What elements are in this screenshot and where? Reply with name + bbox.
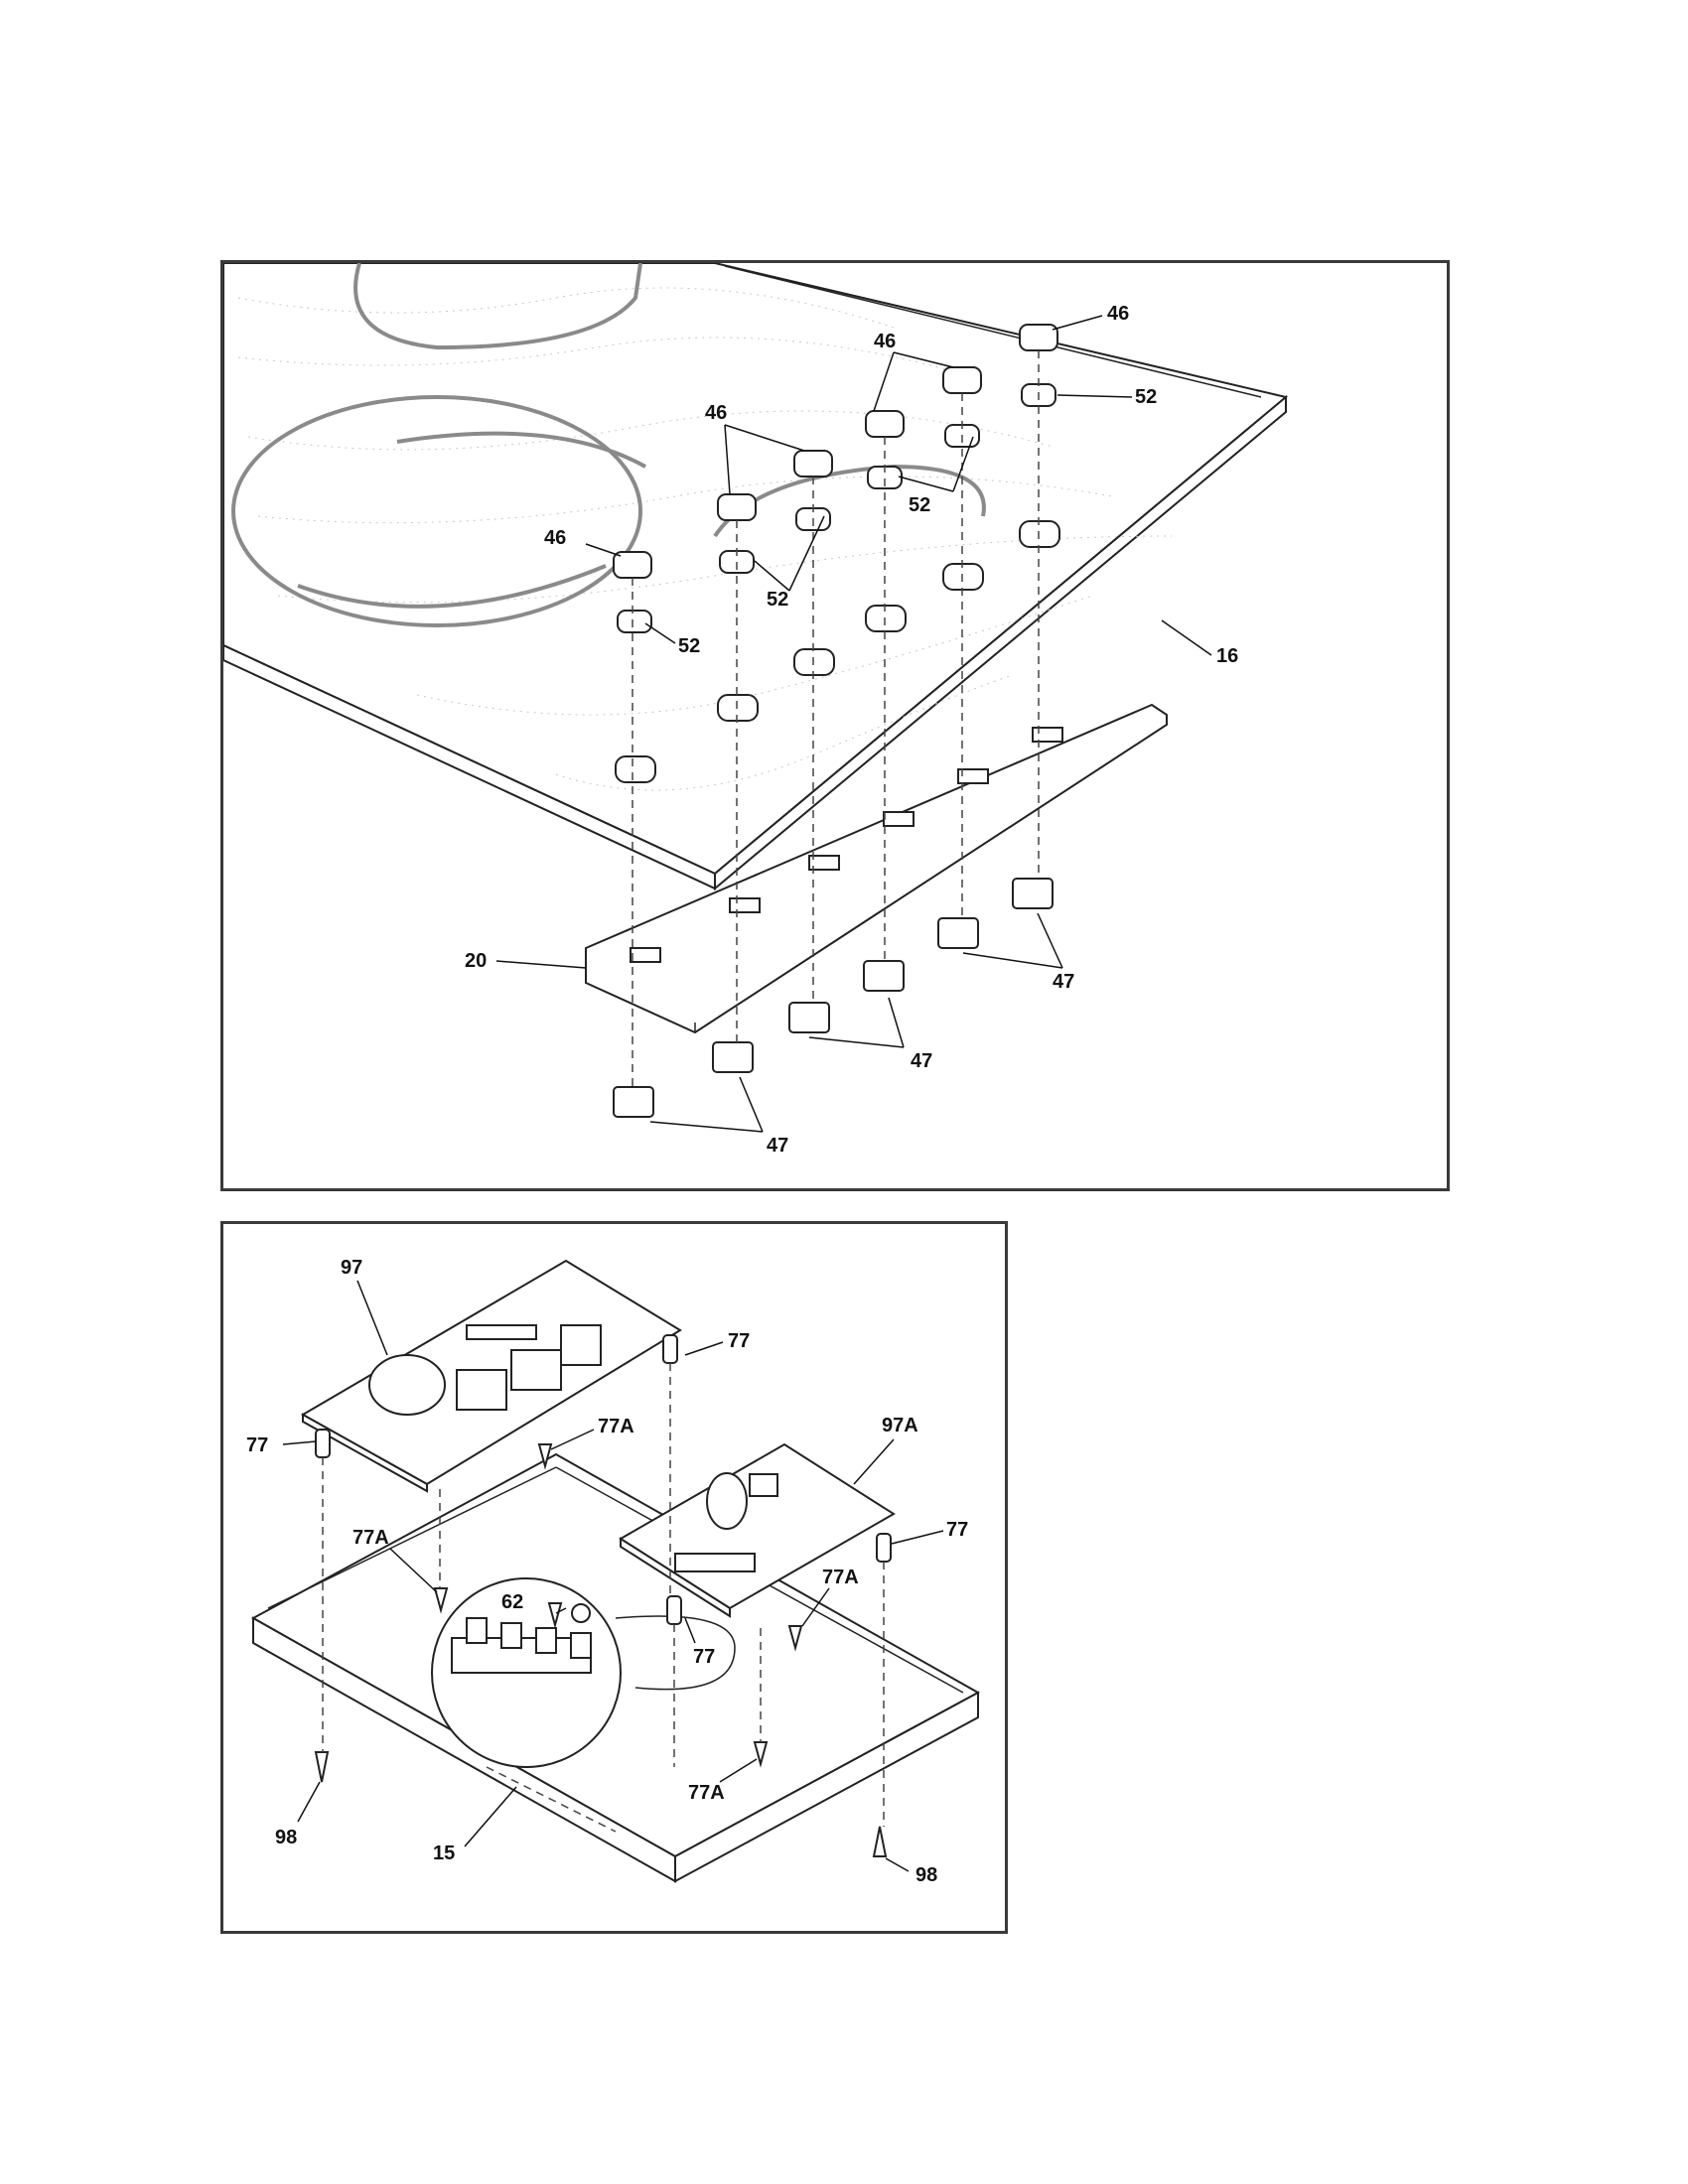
callout-62: 62 <box>501 1591 523 1613</box>
callout-98: 98 <box>915 1864 937 1886</box>
callout-46: 46 <box>544 527 566 549</box>
callout-16: 16 <box>1216 645 1238 667</box>
callout-52: 52 <box>1135 386 1157 408</box>
callout-77: 77 <box>246 1434 268 1456</box>
callout-77: 77 <box>728 1330 750 1352</box>
callout-97: 97 <box>341 1257 362 1279</box>
callout-52: 52 <box>909 494 930 516</box>
callout-77: 77 <box>693 1646 715 1668</box>
touch-control-board-20 <box>585 703 1168 1034</box>
callout-97A: 97A <box>882 1415 918 1436</box>
callout-77A: 77A <box>598 1416 634 1437</box>
callout-98: 98 <box>275 1827 297 1848</box>
terminal-block-detail <box>431 1577 736 1833</box>
callout-47: 47 <box>911 1050 932 1072</box>
keypad-buttons-46 <box>613 324 1058 579</box>
callout-77A: 77A <box>822 1567 859 1588</box>
power-board-97 <box>300 1259 682 1493</box>
switches-47 <box>613 878 1054 1118</box>
glass-cooktop-16 <box>223 263 1289 891</box>
callout-20: 20 <box>465 950 487 972</box>
callout-77A: 77A <box>688 1782 725 1804</box>
callout-77: 77 <box>946 1519 968 1541</box>
keypad-openings <box>615 520 1060 783</box>
callout-46: 46 <box>874 331 896 352</box>
control-board-97A <box>619 1442 896 1618</box>
callout-52: 52 <box>767 589 788 611</box>
alignment-lines-top <box>632 350 1040 1087</box>
leader-lines-top <box>495 315 1212 1133</box>
callout-52: 52 <box>678 635 700 657</box>
callout-47: 47 <box>767 1135 788 1157</box>
callout-47: 47 <box>1053 971 1074 993</box>
callout-46: 46 <box>705 402 727 424</box>
alignment-lines-bottom <box>322 1363 885 1827</box>
screws <box>314 1443 888 1857</box>
leader-lines-bottom <box>282 1280 944 1872</box>
callout-46: 46 <box>1107 303 1129 325</box>
callout-15: 15 <box>433 1843 455 1864</box>
callout-77A: 77A <box>352 1527 389 1549</box>
